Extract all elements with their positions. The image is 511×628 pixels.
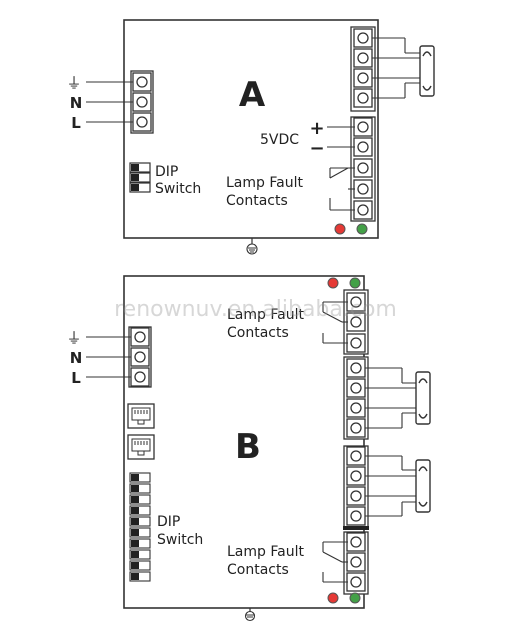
dip-label-line1: DIP <box>155 164 178 180</box>
fault-top-label-line1: Lamp Fault <box>227 307 304 323</box>
panel-b-fault-terminals-bottom: Lamp Fault Contacts <box>227 531 369 595</box>
panel-b: B ⏚ N L <box>66 275 431 622</box>
panel-a-lamp-terminals <box>350 26 435 112</box>
dip-label-line1: DIP <box>157 514 180 530</box>
panel-a-bottom-ground <box>246 238 258 255</box>
neutral-label: N <box>70 94 83 112</box>
dip-label-line2: Switch <box>157 532 203 548</box>
panel-a-dc-fault-terminals: + − 5VDC Lamp Fault Contacts <box>226 116 376 222</box>
green-led-icon <box>349 592 361 604</box>
plus-label: + <box>309 118 324 139</box>
panel-a-input-terminals: ⏚ N L <box>66 70 154 134</box>
panel-a-title: A <box>239 75 266 115</box>
panel-b-title: B <box>235 427 261 467</box>
green-led-icon <box>356 223 368 235</box>
voltage-label: 5VDC <box>260 132 299 148</box>
panel-b-lamp-terminals-1 <box>343 356 431 440</box>
lamp-tube-icon <box>415 459 431 513</box>
fault-label-line1: Lamp Fault <box>226 175 303 191</box>
neutral-label: N <box>70 349 83 367</box>
red-led-icon <box>327 592 339 604</box>
panel-b-fault-terminals-top: Lamp Fault Contacts <box>227 289 369 355</box>
ground-icon: ⏚ <box>66 74 81 92</box>
panel-a-border <box>123 19 379 239</box>
green-led-icon <box>349 277 361 289</box>
ground-icon: ⏚ <box>66 329 81 347</box>
line-label: L <box>71 369 81 387</box>
panel-a-dip-switch: DIP Switch <box>129 162 201 197</box>
rj45-port-icon <box>127 434 155 460</box>
panel-a: A ⏚ N L <box>66 19 435 255</box>
panel-b-input-terminals: ⏚ N L <box>66 326 152 388</box>
rj45-port-icon <box>127 403 155 429</box>
fault-bottom-label-line2: Contacts <box>227 562 289 578</box>
panel-b-lamp-terminals-2 <box>343 445 431 529</box>
panel-b-bottom-ground <box>244 608 256 622</box>
terminal-separator <box>343 526 369 530</box>
lamp-tube-icon <box>415 371 431 425</box>
lamp-tube-icon <box>419 45 435 97</box>
red-led-icon <box>334 223 346 235</box>
fault-label-line2: Contacts <box>226 193 288 209</box>
minus-label: − <box>309 138 324 159</box>
red-led-icon <box>327 277 339 289</box>
fault-bottom-label-line1: Lamp Fault <box>227 544 304 560</box>
panel-b-dip-switch: DIP Switch <box>129 472 203 582</box>
line-label: L <box>71 114 81 132</box>
fault-top-label-line2: Contacts <box>227 325 289 341</box>
dip-label-line2: Switch <box>155 181 201 197</box>
